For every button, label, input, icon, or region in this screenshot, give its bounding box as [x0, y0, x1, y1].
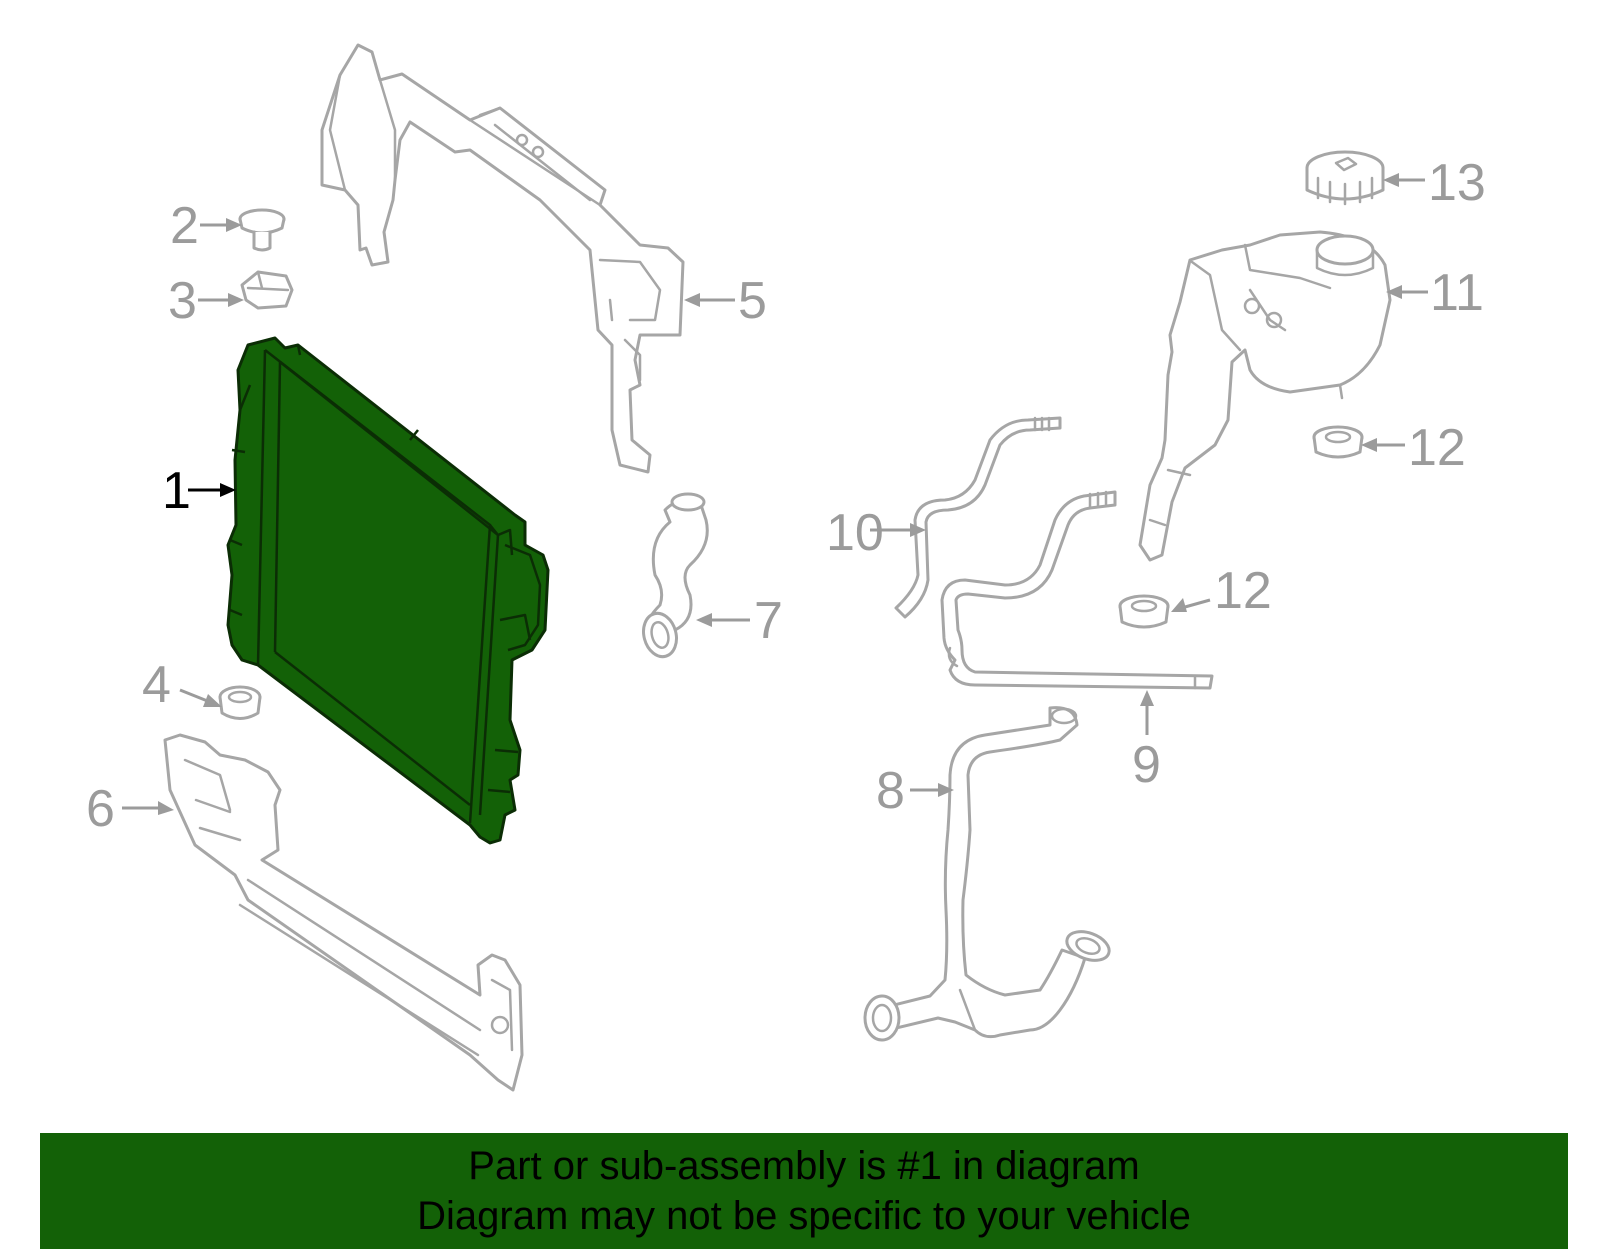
callout-12-upper[interactable]: 12 [1408, 419, 1466, 477]
part-9-hose-pipe[interactable] [940, 490, 1214, 690]
part-13-cap[interactable] [1305, 150, 1385, 206]
part-2-clip[interactable] [238, 208, 286, 252]
callout-1[interactable]: 1 [162, 462, 191, 520]
part-1-radiator[interactable] [226, 336, 550, 845]
part-8-lower-hose[interactable] [863, 706, 1113, 1042]
callout-labels: 1 2 3 4 5 6 7 8 9 10 11 12 12 13 [86, 154, 1486, 838]
callout-2[interactable]: 2 [170, 197, 199, 255]
callout-3[interactable]: 3 [168, 272, 197, 330]
banner-line-2: Diagram may not be specific to your vehi… [417, 1194, 1191, 1238]
callout-10[interactable]: 10 [826, 504, 884, 562]
callout-13[interactable]: 13 [1428, 154, 1486, 212]
part-6-lower-support[interactable] [163, 733, 524, 1092]
part-12-grommet-lower[interactable] [1118, 594, 1170, 629]
callout-12-lower[interactable]: 12 [1214, 562, 1272, 620]
info-banner: Part or sub-assembly is #1 in diagram Di… [40, 1133, 1568, 1249]
exploded-parts-diagram: 1 2 3 4 5 6 7 8 9 10 11 12 12 13 [86, 43, 1486, 1092]
callout-7[interactable]: 7 [754, 592, 783, 650]
part-10-hose[interactable] [894, 416, 1062, 619]
callout-8[interactable]: 8 [876, 762, 905, 820]
part-7-upper-hose[interactable] [639, 492, 709, 660]
callout-4[interactable]: 4 [142, 656, 171, 714]
part-3-bushing[interactable] [240, 270, 294, 310]
callout-11[interactable]: 11 [1430, 264, 1484, 322]
part-11-expansion-tank[interactable] [1138, 230, 1392, 562]
callout-5[interactable]: 5 [738, 272, 767, 330]
callout-6[interactable]: 6 [86, 780, 115, 838]
callout-9[interactable]: 9 [1132, 736, 1161, 794]
part-4-grommet[interactable] [218, 685, 262, 720]
part-12-grommet-upper[interactable] [1312, 425, 1364, 459]
banner-line-1: Part or sub-assembly is #1 in diagram [468, 1144, 1140, 1188]
part-5-upper-support[interactable] [320, 43, 685, 474]
callout-leaders [122, 173, 1428, 815]
